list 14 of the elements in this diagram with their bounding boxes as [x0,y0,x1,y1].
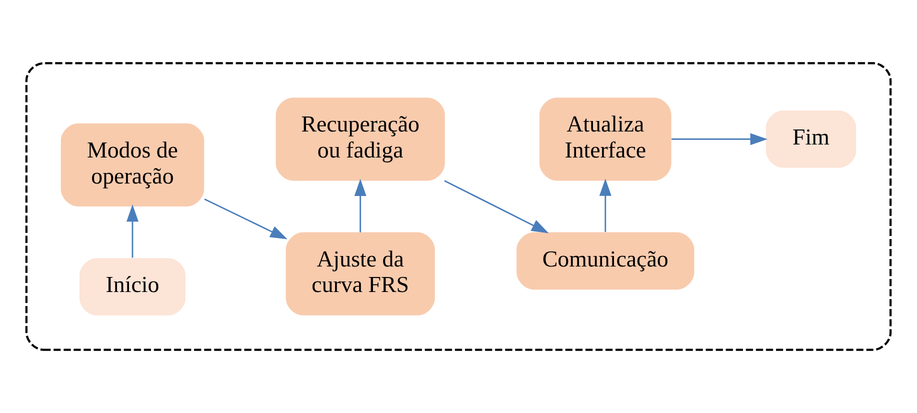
node-box: Ajuste da curva FRS [286,232,435,316]
node-box: Recuperação ou fadiga [276,98,445,181]
arrow [204,198,288,240]
arrow [672,133,768,146]
node-box: Comunicação [516,232,694,290]
arrow [126,204,139,258]
arrow [599,178,612,232]
arrow [354,178,366,232]
arrow [444,180,549,234]
node-box: Atualiza Interface [539,98,672,181]
node-box: Fim [766,110,856,168]
node-box: Modos de operação [60,123,204,206]
cluster [25,62,892,351]
node-box: Início [79,258,186,316]
